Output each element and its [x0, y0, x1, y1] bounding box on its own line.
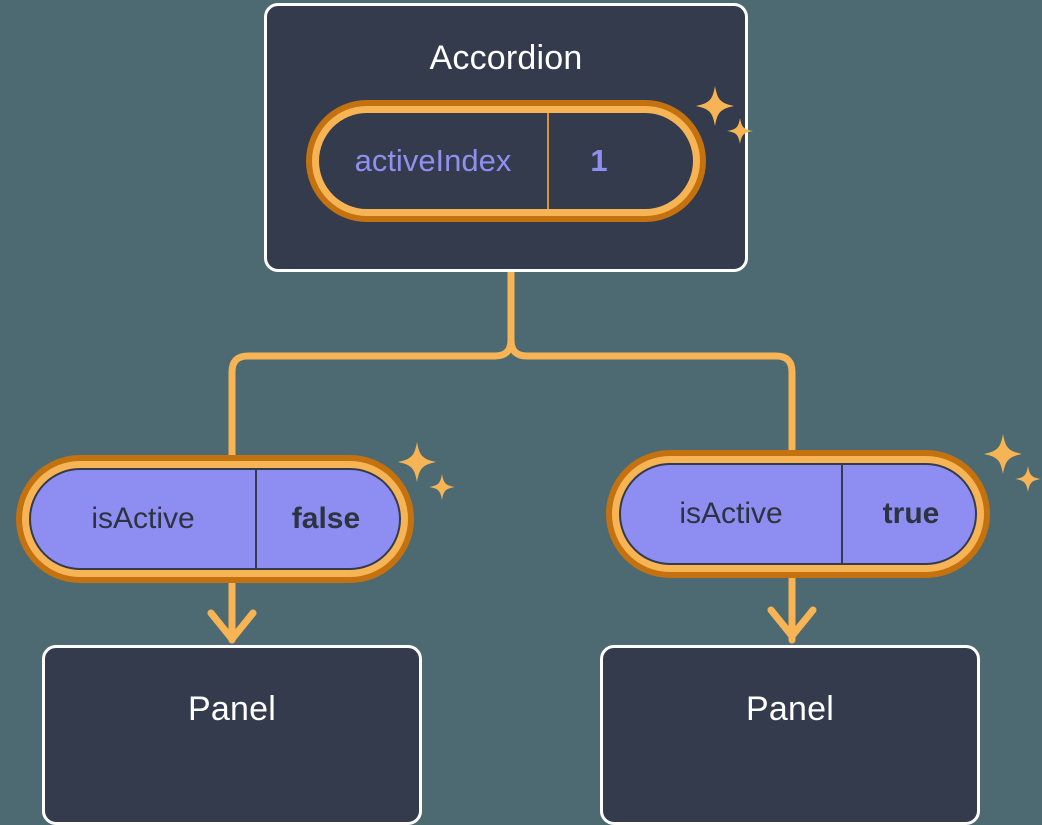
wire-root-to-branch-right [507, 336, 796, 454]
state-pill-is-active-true[interactable]: isActive true [606, 450, 990, 578]
component-node-panel-right[interactable]: Panel [600, 645, 980, 825]
pill-divider [547, 113, 549, 209]
pill-divider [841, 465, 843, 563]
pill-divider [255, 470, 257, 568]
wire-root-to-branches [228, 268, 515, 459]
component-title: Panel [188, 690, 276, 728]
pill-body: isActive true [619, 463, 977, 565]
state-pill-is-active-false[interactable]: isActive false [16, 455, 414, 583]
component-title: Accordion [429, 39, 583, 77]
state-key: activeIndex [354, 143, 512, 178]
state-value: 1 [590, 143, 608, 178]
arrow-down-icon-right [767, 606, 817, 640]
sparkle-small-icon [429, 474, 455, 500]
component-title: Panel [746, 690, 834, 728]
state-value: true [882, 497, 940, 530]
state-key: isActive [91, 502, 195, 535]
state-value: false [291, 502, 361, 535]
sparkle-small-icon [1015, 466, 1041, 492]
pill-body: isActive false [29, 468, 401, 570]
state-pill-active-index[interactable]: activeIndex 1 [306, 100, 706, 222]
component-node-panel-left[interactable]: Panel [42, 645, 422, 825]
pill-body: activeIndex 1 [319, 113, 693, 209]
state-key: isActive [679, 497, 783, 530]
diagram-canvas: Accordion activeIndex 1 isActive false [16, 3, 1041, 825]
arrow-down-icon-left [207, 609, 257, 643]
